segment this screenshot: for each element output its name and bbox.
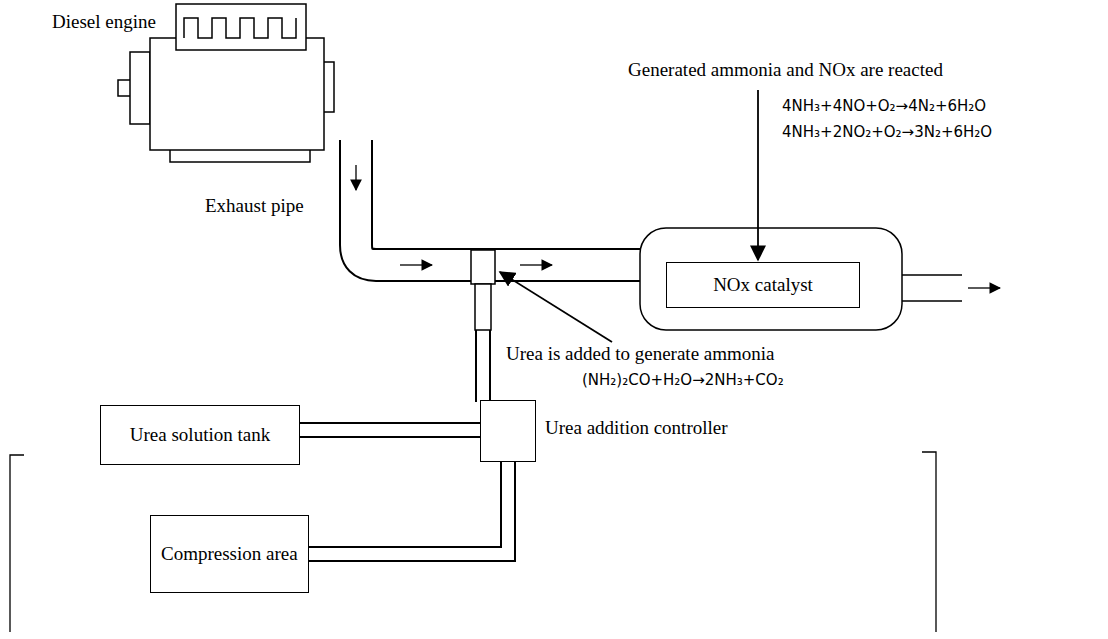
pipe-outline — [309, 462, 508, 554]
pipe-direction — [300, 430, 480, 431]
catalyst-box: NOx catalyst — [666, 262, 860, 308]
tank-box: Urea solution tank — [100, 405, 300, 465]
pipe-label: Exhaust pipe — [205, 196, 304, 217]
bracket — [10, 452, 936, 632]
urea-injector — [471, 250, 495, 404]
node-text: Urea solution tank — [130, 424, 270, 446]
pipe-outline — [300, 422, 480, 438]
pipe-inner — [300, 424, 480, 436]
urea-note: Urea is added to generate ammonia — [506, 344, 775, 365]
reaction-formula: 4NH₃+2NO₂+O₂→3N₂+6H₂O — [782, 124, 992, 141]
pipe-inner — [309, 462, 508, 554]
node-text: Compression area — [161, 543, 298, 565]
pipe-direction — [309, 462, 508, 554]
catalyst-housing — [640, 228, 962, 330]
reaction-note: Generated ammonia and NOx are reacted — [628, 60, 943, 81]
pipe-connector — [309, 462, 508, 554]
reaction-formula: 4NH₃+4NO+O₂→4N₂+6H₂O — [782, 98, 986, 115]
urea-formula: (NH₂)₂CO+H₂O→2NH₃+CO₂ — [582, 372, 784, 389]
engine-label: Diesel engine — [52, 12, 156, 33]
node-text: NOx catalyst — [713, 274, 813, 296]
node-text: Urea addition controller — [545, 417, 728, 439]
pipe-connector — [300, 430, 480, 431]
controller-box: Urea addition controller — [480, 400, 536, 462]
compression-box: Compression area — [150, 515, 309, 593]
exhaust-pipe — [356, 138, 642, 265]
